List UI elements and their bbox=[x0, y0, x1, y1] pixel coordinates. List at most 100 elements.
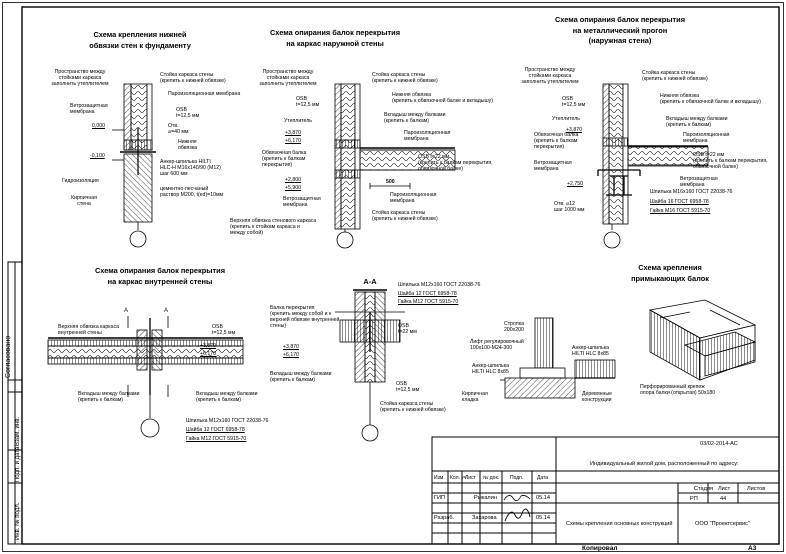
title-block-lines bbox=[431, 436, 780, 545]
s3-title: Схема опирания балок перекрытия на метал… bbox=[554, 15, 686, 46]
tb-stage-hdr: Стадия bbox=[694, 486, 714, 492]
tb-date-2: 05.14 bbox=[536, 515, 550, 521]
s2-level-5900: +5,900 bbox=[285, 185, 302, 191]
s5-level-6170: +6,170 bbox=[283, 352, 300, 358]
s3-level-2750: +2,750 bbox=[567, 181, 584, 187]
s3-level-3870: +3,870 bbox=[566, 127, 583, 133]
sheet-format: А3 bbox=[748, 545, 757, 552]
s3-label-washer: Шайба 16 ГОСТ 6958-78 bbox=[650, 199, 709, 205]
s1-level-m0100: -0,100 bbox=[90, 153, 105, 159]
tb-project: Индивидуальный жилой дом, расположенный … bbox=[590, 461, 739, 467]
s5-label-washer: Шайба 12 ГОСТ 6958-78 bbox=[398, 291, 457, 297]
tb-name-2: Захарова bbox=[472, 515, 497, 521]
s1-graphic bbox=[112, 83, 156, 248]
s2-label-top: Верхняя обвязка стенового каркаса(крепит… bbox=[230, 218, 317, 236]
tb-name-1: Рыкалин bbox=[474, 495, 497, 501]
signature-2 bbox=[504, 508, 531, 522]
s1-label-hydro: Гидроизоляция bbox=[62, 178, 99, 184]
s2-label-lower: Нижняя обвязка(крепить к обвязочной балк… bbox=[392, 92, 493, 104]
tb-hdr-sign: Подп. bbox=[510, 475, 524, 481]
s3-graphic bbox=[597, 83, 709, 249]
s2-label-stud-top: Стойка каркаса стены(крепить к нижней об… bbox=[372, 72, 438, 84]
copied-by: Копировал bbox=[582, 545, 618, 552]
s5-level-3870: +3,870 bbox=[283, 344, 300, 350]
s2-label-insert: Вкладыш между балками(крепить к балкам) bbox=[384, 112, 446, 124]
s5-label-stud: Стойка каркаса стены(крепить к нижней об… bbox=[380, 401, 446, 413]
tb-role-2: Разраб. bbox=[434, 515, 455, 521]
s4-title: Схема опирания балок перекрытия на карка… bbox=[94, 266, 226, 286]
s2-dim-500: 500 bbox=[386, 179, 395, 185]
s3-label-insert: Вкладыш между балками(крепить к балкам) bbox=[666, 116, 728, 128]
s2-label-insul: Утеплитель bbox=[284, 118, 312, 124]
tb-sheet-hdr: Лист bbox=[718, 486, 731, 492]
s4-section-mark-a1: A bbox=[124, 308, 129, 314]
tb-hdr-sheet: Лист bbox=[465, 475, 476, 481]
s2-level-6170: +6,170 bbox=[285, 138, 302, 144]
tb-hdr-date: Дата bbox=[537, 475, 549, 481]
tb-sheet-no: 44 bbox=[720, 496, 727, 502]
s3-label-nut: Гайка М16 ГОСТ 5915-70 bbox=[650, 208, 711, 214]
tb-hdr-change: Изм. bbox=[434, 475, 445, 481]
s4-section-mark-a2: A bbox=[164, 308, 169, 314]
side-stamp bbox=[7, 261, 23, 545]
stamp-inv-sign: Инв. № подл. bbox=[15, 502, 21, 540]
s5-graphic bbox=[335, 289, 405, 442]
s1-title: Схема крепления нижней обвязки стен к фу… bbox=[89, 30, 191, 50]
s4-label-insert-left: Вкладыш между балками(крепить к балкам) bbox=[78, 391, 140, 403]
tb-code: 03/02-2014-АС bbox=[700, 441, 738, 447]
s1-label-stud: Стойка каркаса стены(крепить к нижней об… bbox=[160, 72, 226, 84]
tb-hdr-qty: Кол. уч. bbox=[450, 475, 468, 481]
tb-hdr-doc: № док. bbox=[483, 475, 500, 481]
s2-level-3870: +3,870 bbox=[285, 130, 302, 136]
s4-label-bolt: Шпилька М12х160 ГОСТ 22038-76 bbox=[186, 418, 269, 424]
s4-graphic bbox=[47, 316, 244, 438]
s6-graphic bbox=[500, 299, 757, 399]
tb-sheets-hdr: Листов bbox=[747, 486, 766, 492]
s3-label-bolt: Шпилька М16х160 ГОСТ 22038-76 bbox=[650, 189, 733, 195]
s5-label-nut: Гайка М12 ГОСТ 5915-70 bbox=[398, 299, 459, 305]
s5-title: А-А bbox=[363, 277, 377, 286]
s4-level-6170: +6,170 bbox=[200, 351, 217, 357]
tb-company: ООО "Проектсервис" bbox=[695, 521, 750, 527]
s1-level-0000: 0,000 bbox=[92, 123, 105, 129]
tb-drawing-name: Схемы крепления основных конструкций bbox=[566, 521, 673, 527]
signature-1 bbox=[503, 495, 531, 501]
s4-label-insert-right: Вкладыш между балками(крепить к балкам) bbox=[196, 391, 258, 403]
s4-label-nut: Гайка М12 ГОСТ 5915-70 bbox=[186, 436, 247, 442]
s3-label-stud: Стойка каркаса стены(крепить к нижней об… bbox=[642, 70, 708, 82]
s2-label-osb22: OSB t=22 мм(крепить к балкам перекрытия,… bbox=[418, 154, 493, 172]
tb-role-1: ГИП bbox=[434, 495, 446, 501]
s1-label-vapor: Пароизоляционная мембрана bbox=[168, 91, 241, 97]
stamp-sign-date: Подп. и дата bbox=[15, 446, 21, 482]
s2-graphic bbox=[334, 83, 456, 249]
s3-label-osb22: OSB t=22 мм(крепить к балкам перекрытия,… bbox=[693, 152, 768, 170]
